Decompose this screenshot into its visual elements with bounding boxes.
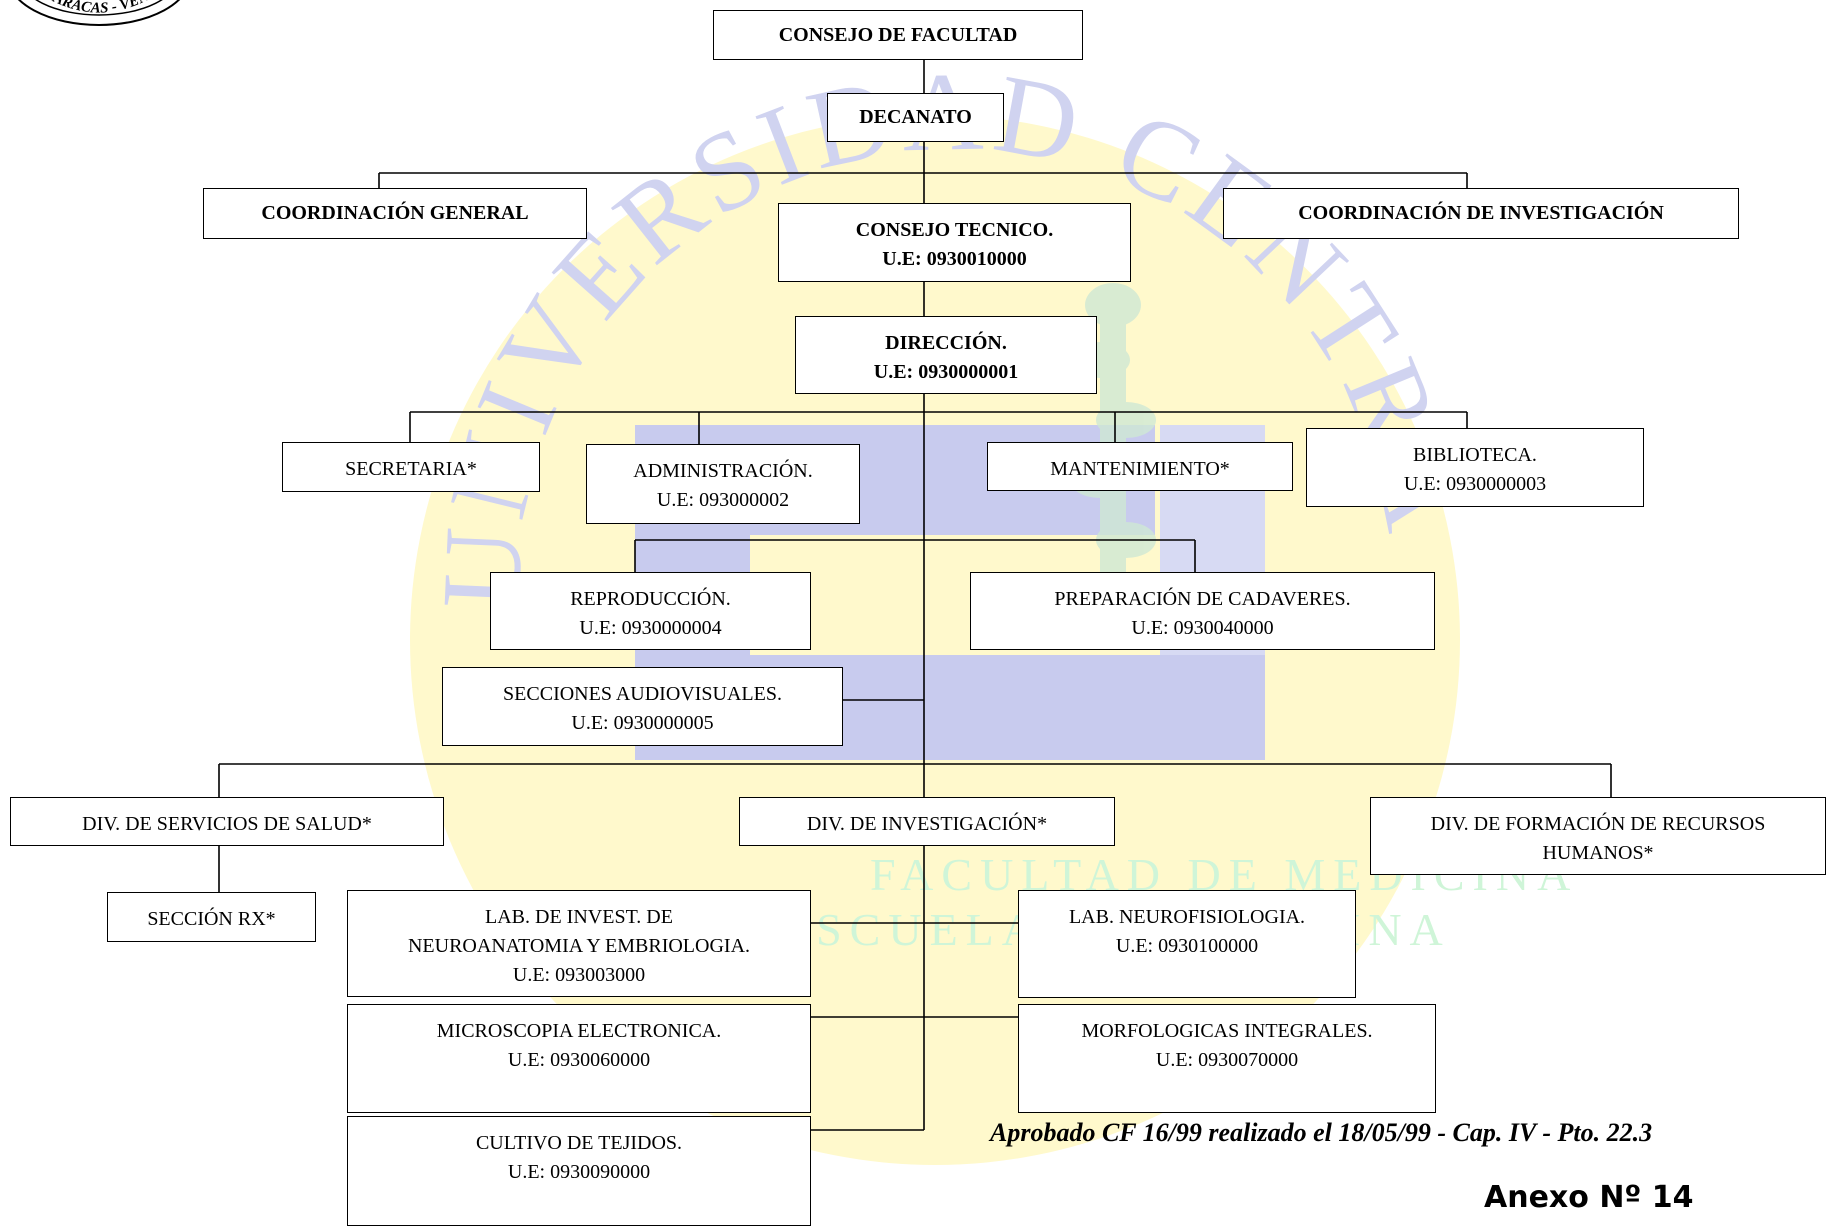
node-lab-neurofisiologia: LAB. NEUROFISIOLOGIA. U.E: 0930100000 xyxy=(1018,890,1356,998)
node-line: BIBLIOTECA. xyxy=(1413,444,1537,466)
node-secretaria: SECRETARIA* xyxy=(282,442,540,492)
node-reproduccion: REPRODUCCIÓN. U.E: 0930000004 xyxy=(490,572,811,650)
node-line: U.E: 0930000003 xyxy=(1403,473,1547,495)
node-line: U.E: 0930010000 xyxy=(882,248,1027,270)
node-line: U.E: 0930000004 xyxy=(579,617,722,639)
university-seal-icon: CARACAS - VENEZUELA xyxy=(0,0,181,26)
node-line: SECCIONES AUDIOVISUALES. xyxy=(503,683,782,705)
node-line: U.E: 0930090000 xyxy=(507,1161,651,1183)
node-line: U.E: 0930070000 xyxy=(1155,1049,1299,1071)
node-mantenimiento: MANTENIMIENTO* xyxy=(987,442,1293,491)
node-coordinacion-investigacion: COORDINACIÓN DE INVESTIGACIÓN xyxy=(1223,188,1739,239)
node-div-servicios-salud: DIV. DE SERVICIOS DE SALUD* xyxy=(10,797,444,846)
node-line: LAB. NEUROFISIOLOGIA. xyxy=(1068,906,1306,928)
node-line: MICROSCOPIA ELECTRONICA. xyxy=(436,1020,722,1042)
node-administracion: ADMINISTRACIÓN. U.E: 093000002 xyxy=(586,444,860,524)
node-line: DECANATO xyxy=(859,106,972,128)
node-line: SECRETARIA* xyxy=(345,458,477,480)
node-line: U.E: 093000002 xyxy=(656,489,790,511)
node-line: U.E: 0930060000 xyxy=(507,1049,651,1071)
node-line: CONSEJO TECNICO. xyxy=(855,219,1054,241)
approval-note: Aprobado CF 16/99 realizado el 18/05/99 … xyxy=(990,1118,1653,1147)
annex-label: Anexo Nº 14 xyxy=(1484,1180,1694,1215)
node-line: U.E: 0930000005 xyxy=(571,712,714,734)
node-morfologicas-integrales: MORFOLOGICAS INTEGRALES. U.E: 0930070000 xyxy=(1018,1004,1436,1113)
node-div-investigacion: DIV. DE INVESTIGACIÓN* xyxy=(739,797,1115,846)
node-line: COORDINACIÓN DE INVESTIGACIÓN xyxy=(1298,202,1664,224)
node-line: DIV. DE FORMACIÓN DE RECURSOS xyxy=(1430,813,1766,835)
node-preparacion-cadaveres: PREPARACIÓN DE CADAVERES. U.E: 0930040000 xyxy=(970,572,1435,650)
node-secciones-audiovisuales: SECCIONES AUDIOVISUALES. U.E: 0930000005 xyxy=(442,667,843,746)
node-direccion: DIRECCIÓN. U.E: 0930000001 xyxy=(795,316,1097,394)
node-line: COORDINACIÓN GENERAL xyxy=(261,202,529,224)
node-cultivo-tejidos: CULTIVO DE TEJIDOS. U.E: 0930090000 xyxy=(347,1116,811,1226)
node-line: U.E: 0930000001 xyxy=(873,361,1019,383)
node-biblioteca: BIBLIOTECA. U.E: 0930000003 xyxy=(1306,428,1644,507)
node-line: MANTENIMIENTO* xyxy=(1050,458,1230,480)
node-microscopia-electronica: MICROSCOPIA ELECTRONICA. U.E: 0930060000 xyxy=(347,1004,811,1113)
node-div-formacion-recursos-humanos: DIV. DE FORMACIÓN DE RECURSOS HUMANOS* xyxy=(1370,797,1826,875)
node-coordinacion-general: COORDINACIÓN GENERAL xyxy=(203,188,587,239)
node-line: CONSEJO DE FACULTAD xyxy=(778,23,1018,46)
node-line: DIRECCIÓN. xyxy=(885,332,1007,354)
node-line: U.E: 093003000 xyxy=(512,964,646,986)
node-decanato: DECANATO xyxy=(827,93,1004,142)
node-line: REPRODUCCIÓN. xyxy=(570,588,731,610)
node-line: SECCIÓN RX* xyxy=(147,908,276,930)
node-line: U.E: 0930100000 xyxy=(1115,935,1259,957)
node-consejo-facultad: CONSEJO DE FACULTAD xyxy=(713,10,1083,60)
node-line: DIV. DE INVESTIGACIÓN* xyxy=(806,813,1048,835)
node-seccion-rx: SECCIÓN RX* xyxy=(107,892,316,942)
node-line: CULTIVO DE TEJIDOS. xyxy=(475,1132,683,1154)
node-line: U.E: 0930040000 xyxy=(1131,617,1274,639)
node-line: HUMANOS* xyxy=(1542,842,1654,864)
node-line: LAB. DE INVEST. DE xyxy=(485,906,673,928)
node-line: PREPARACIÓN DE CADAVERES. xyxy=(1054,588,1351,610)
node-line: ADMINISTRACIÓN. xyxy=(633,460,813,482)
node-line: DIV. DE SERVICIOS DE SALUD* xyxy=(82,813,372,835)
node-lab-neuroanatomia: LAB. DE INVEST. DE NEUROANATOMIA Y EMBRIO… xyxy=(347,890,811,997)
node-line: NEUROANATOMIA Y EMBRIOLOGIA. xyxy=(407,935,751,957)
node-consejo-tecnico: CONSEJO TECNICO. U.E: 0930010000 xyxy=(778,203,1131,282)
node-line: MORFOLOGICAS INTEGRALES. xyxy=(1081,1020,1373,1042)
